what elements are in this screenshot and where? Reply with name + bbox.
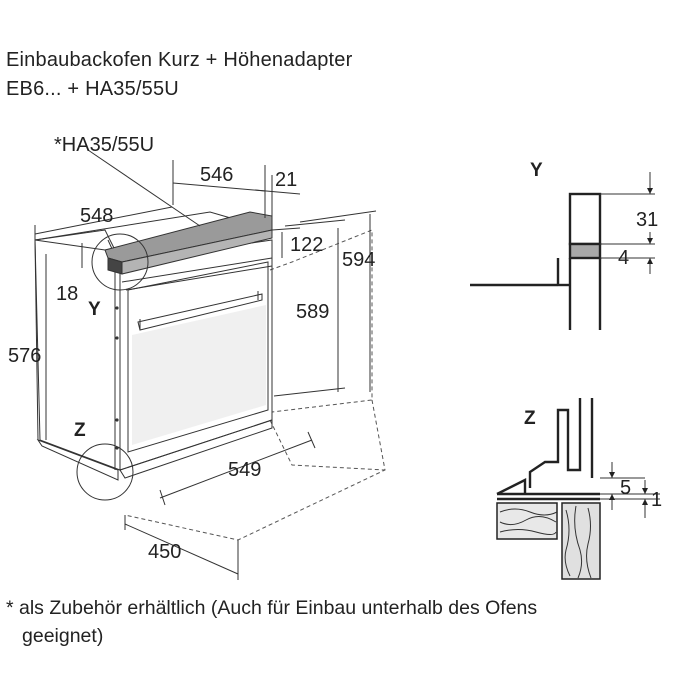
dim-detail-z-gap: 1 (651, 489, 662, 511)
dim-adapter-height: 122 (290, 234, 323, 256)
detail-y: Y 31 4 (470, 160, 658, 330)
dim-detail-y-gap: 4 (618, 247, 629, 269)
dim-niche-height: 589 (296, 301, 329, 323)
detail-z: Z 5 1 (496, 398, 662, 580)
dim-body-height: 576 (8, 345, 41, 367)
dim-niche-depth: 549 (228, 459, 261, 481)
dim-adapter-thickness: 21 (275, 169, 297, 191)
dim-front-offset: 18 (56, 283, 78, 305)
detail-z-callout-circle (76, 443, 134, 501)
adapter-leader-line (87, 149, 201, 227)
dimension-lines (34, 160, 377, 580)
adapter-label: *HA35/55U (54, 134, 154, 156)
detail-y-callout-circle (91, 233, 149, 291)
title-line-1: Einbaubackofen Kurz + Höhenadapter (6, 49, 353, 71)
callout-z-label: Z (74, 420, 86, 441)
title-line-2: EB6... + HA35/55U (6, 78, 179, 100)
footnote-line-2: geeignet) (22, 625, 104, 647)
dim-body-width: 548 (80, 205, 113, 227)
height-adapter (104, 211, 273, 275)
dim-detail-y-top: 31 (636, 209, 658, 231)
callout-y-label: Y (88, 299, 101, 320)
dim-detail-z-top: 5 (620, 477, 631, 499)
detail-z-label: Z (524, 408, 536, 429)
dim-niche-min-depth: 450 (148, 541, 181, 563)
detail-y-label: Y (530, 160, 543, 181)
dim-overall-height: 594 (342, 249, 375, 271)
footnote-line-1: * als Zubehör erhältlich (Auch für Einba… (6, 597, 538, 619)
niche-outline (124, 229, 386, 541)
dim-adapter-width: 546 (200, 164, 233, 186)
